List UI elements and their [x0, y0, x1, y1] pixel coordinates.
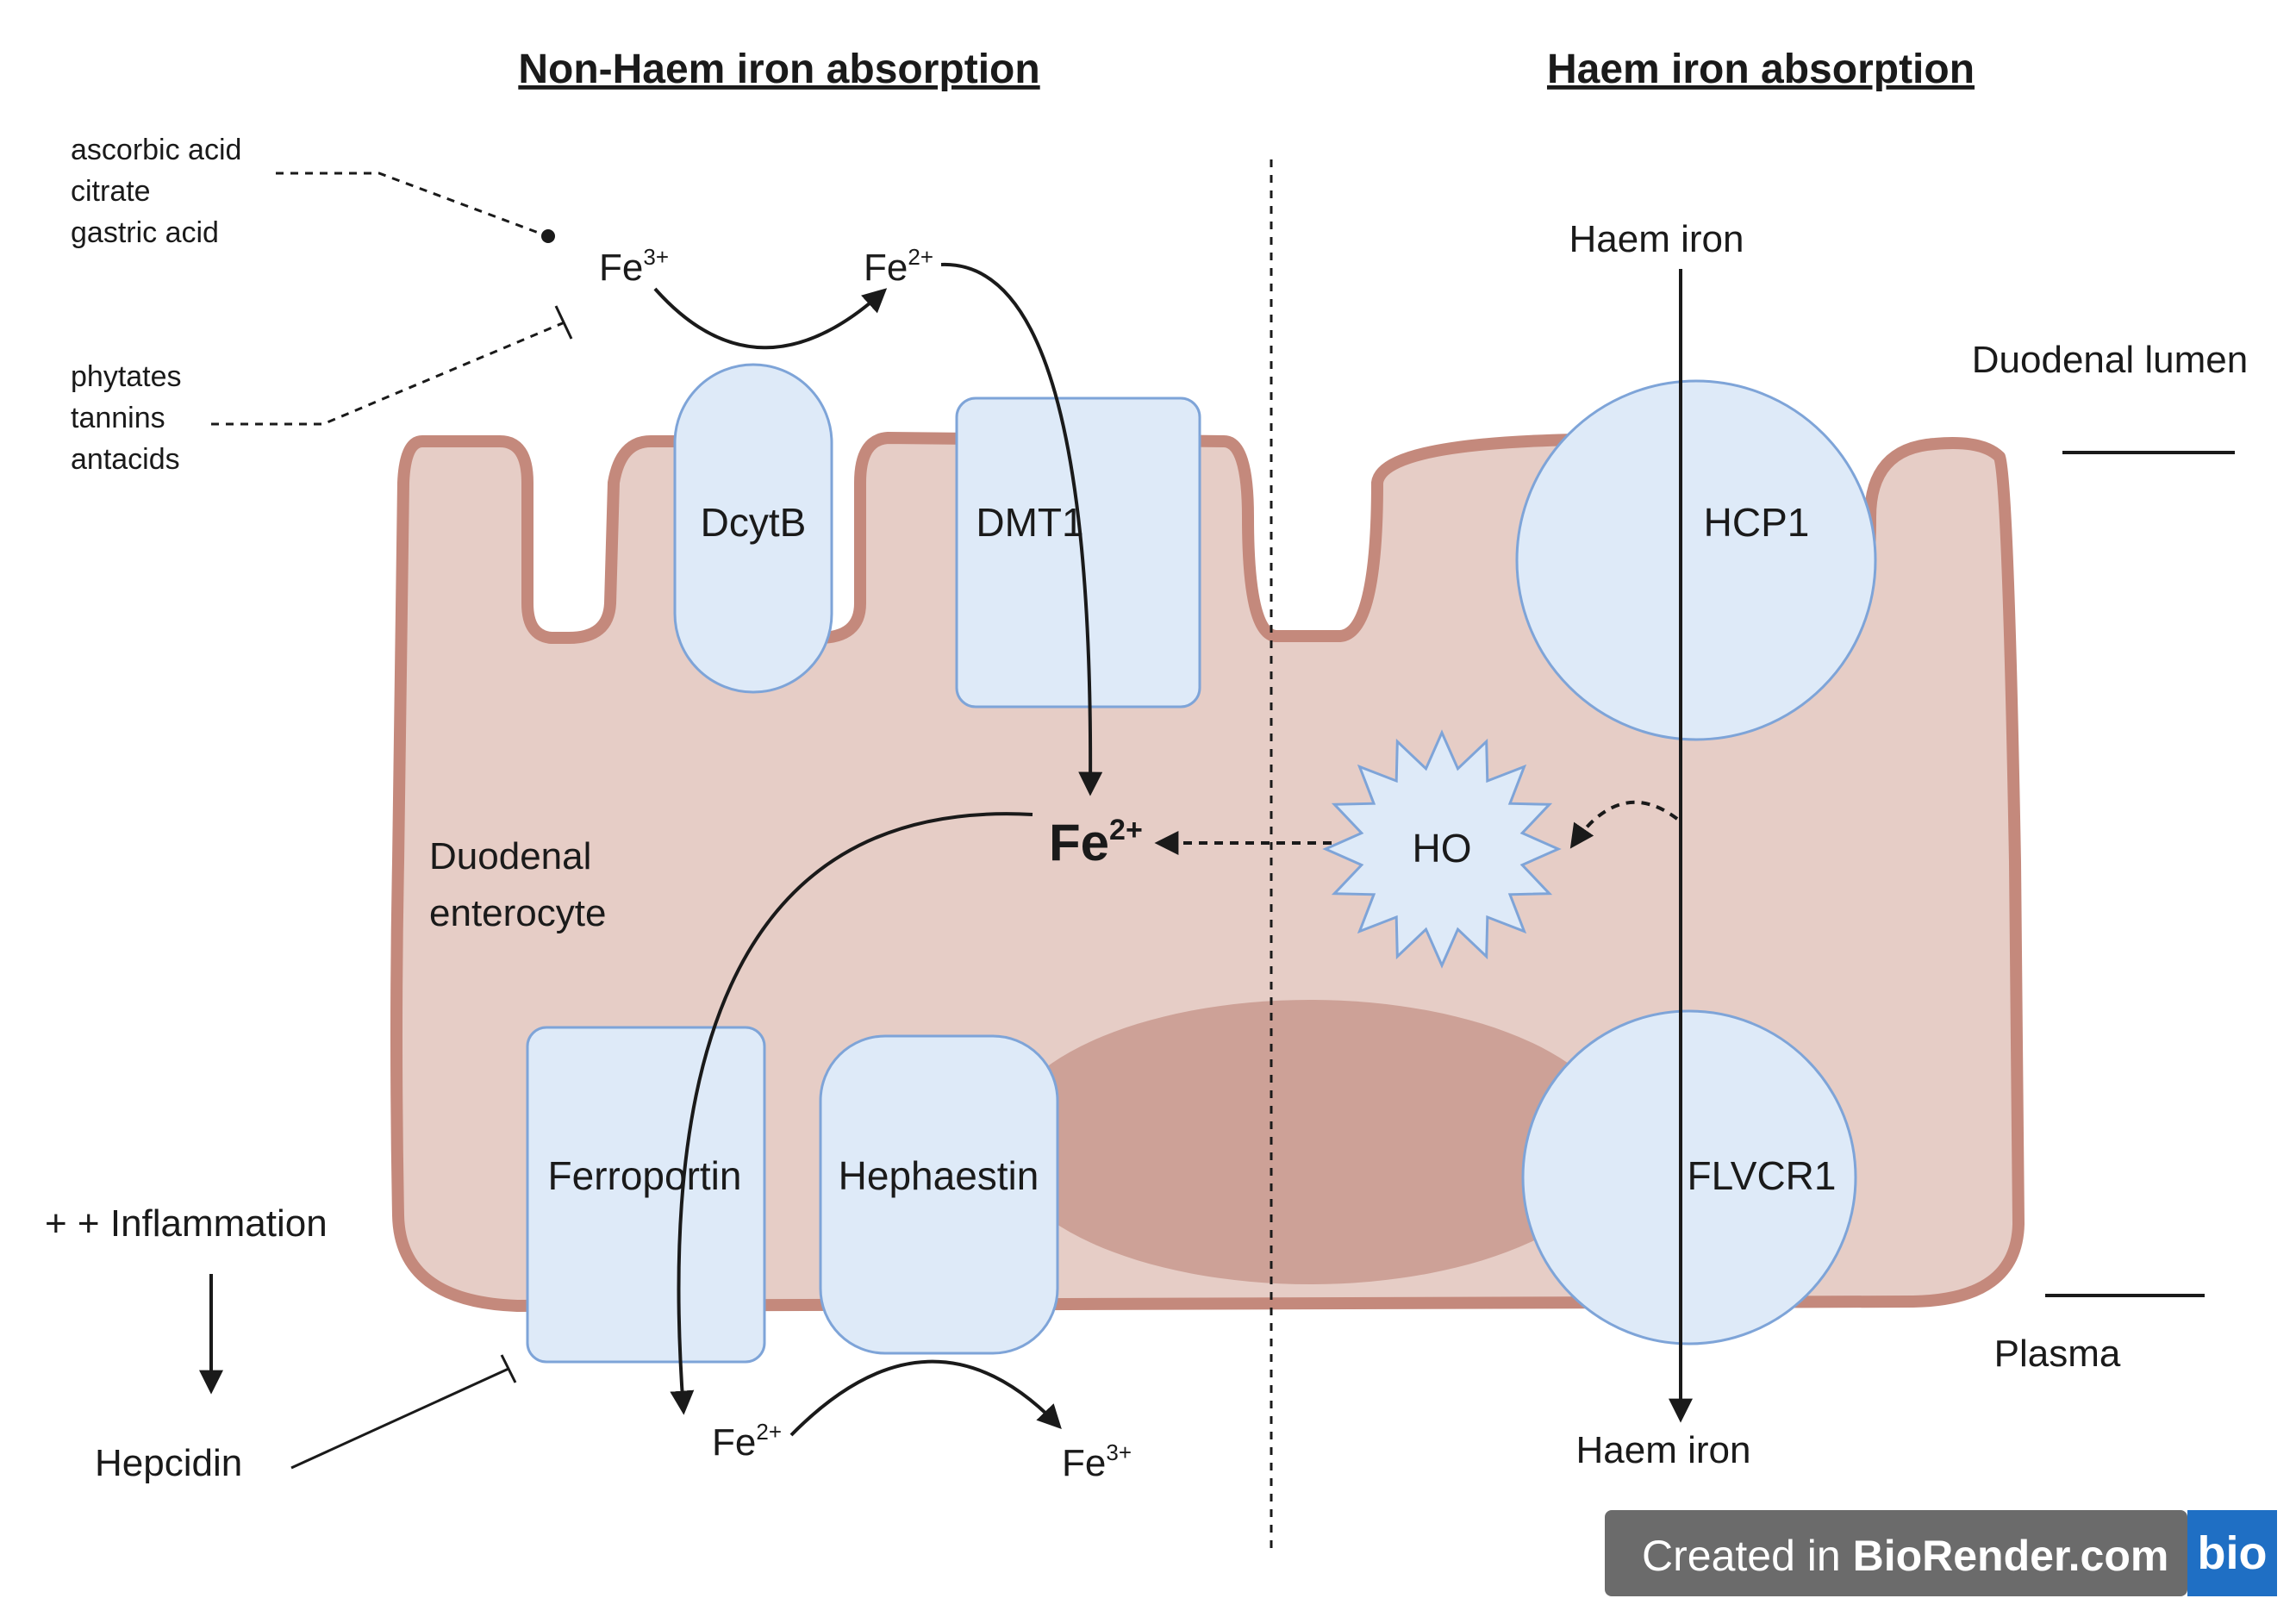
inhibitor-bar — [554, 305, 573, 340]
inhibitor-item: antacids — [71, 443, 180, 476]
enhancer-dot — [541, 229, 555, 243]
title-haem: Haem iron absorption — [1547, 47, 1975, 92]
hepcidin-label: Hepcidin — [95, 1442, 242, 1484]
duodenal-lumen-label: Duodenal lumen — [1972, 339, 2248, 381]
biorender-badge[interactable]: Created in BioRender.com bio — [1605, 1510, 2277, 1596]
fe2-intracellular: Fe2+ — [1049, 814, 1143, 871]
inhibitor-item: phytates — [71, 360, 182, 393]
badge-logo-box — [2187, 1510, 2277, 1596]
ferroportin-transporter — [526, 1026, 766, 1364]
enhancer-list: ascorbic acid citrate gastric acid — [71, 134, 241, 249]
hephaestin-label: Hephaestin — [839, 1153, 1039, 1198]
haem-iron-plasma: Haem iron — [1576, 1429, 1751, 1471]
dcytb-transporter — [673, 363, 833, 694]
enhancer-item: gastric acid — [71, 216, 219, 249]
dcytb-label: DcytB — [701, 500, 807, 545]
inhibitor-connector — [211, 321, 565, 426]
inhibitor-list: phytates tannins antacids — [71, 360, 182, 476]
enterocyte-label-line1: Duodenal — [429, 835, 591, 877]
inflammation-label: + + Inflammation — [45, 1202, 328, 1245]
flvcr1-label: FLVCR1 — [1688, 1153, 1837, 1198]
heme-oxygenase-starburst — [1322, 729, 1562, 969]
hcp1-label: HCP1 — [1704, 500, 1810, 545]
ferroportin-label: Ferroportin — [548, 1153, 742, 1198]
fe2-plasma: Fe2+ — [712, 1419, 782, 1464]
reduction-arrow — [653, 287, 888, 350]
biorender-logo-icon: bio — [2198, 1527, 2268, 1579]
oxidation-arrow — [789, 1359, 1062, 1437]
badge-background — [1605, 1510, 2187, 1596]
ho-label: HO — [1413, 826, 1472, 871]
inhibitor-item: tannins — [71, 402, 165, 434]
fe3-lumen: Fe3+ — [599, 244, 669, 289]
title-non-haem: Non-Haem iron absorption — [518, 47, 1039, 92]
enterocyte-label-line2: enterocyte — [429, 892, 606, 934]
dmt1-label: DMT1 — [976, 500, 1083, 545]
hepcidin-inhibition-bar — [500, 1354, 517, 1383]
fe3-plasma: Fe3+ — [1062, 1439, 1132, 1484]
hcp1-transporter — [1515, 379, 1877, 741]
hephaestin-enzyme — [819, 1034, 1059, 1355]
dmt1-transporter — [955, 396, 1201, 709]
haem-iron-lumen: Haem iron — [1569, 218, 1744, 260]
fe2-lumen: Fe2+ — [864, 244, 933, 289]
plasma-label: Plasma — [1994, 1333, 2121, 1375]
enhancer-item: citrate — [71, 175, 151, 208]
nucleus — [1000, 1000, 1620, 1284]
enhancer-item: ascorbic acid — [71, 134, 241, 166]
dmt1-import-arrow — [940, 262, 1103, 796]
hepcidin-inhibition-line — [290, 1367, 509, 1470]
flvcr1-transporter — [1521, 1009, 1857, 1345]
ferroportin-export-arrow — [670, 812, 1033, 1415]
badge-text: Created in BioRender.com — [1642, 1532, 2168, 1580]
enhancer-connector — [276, 172, 544, 236]
